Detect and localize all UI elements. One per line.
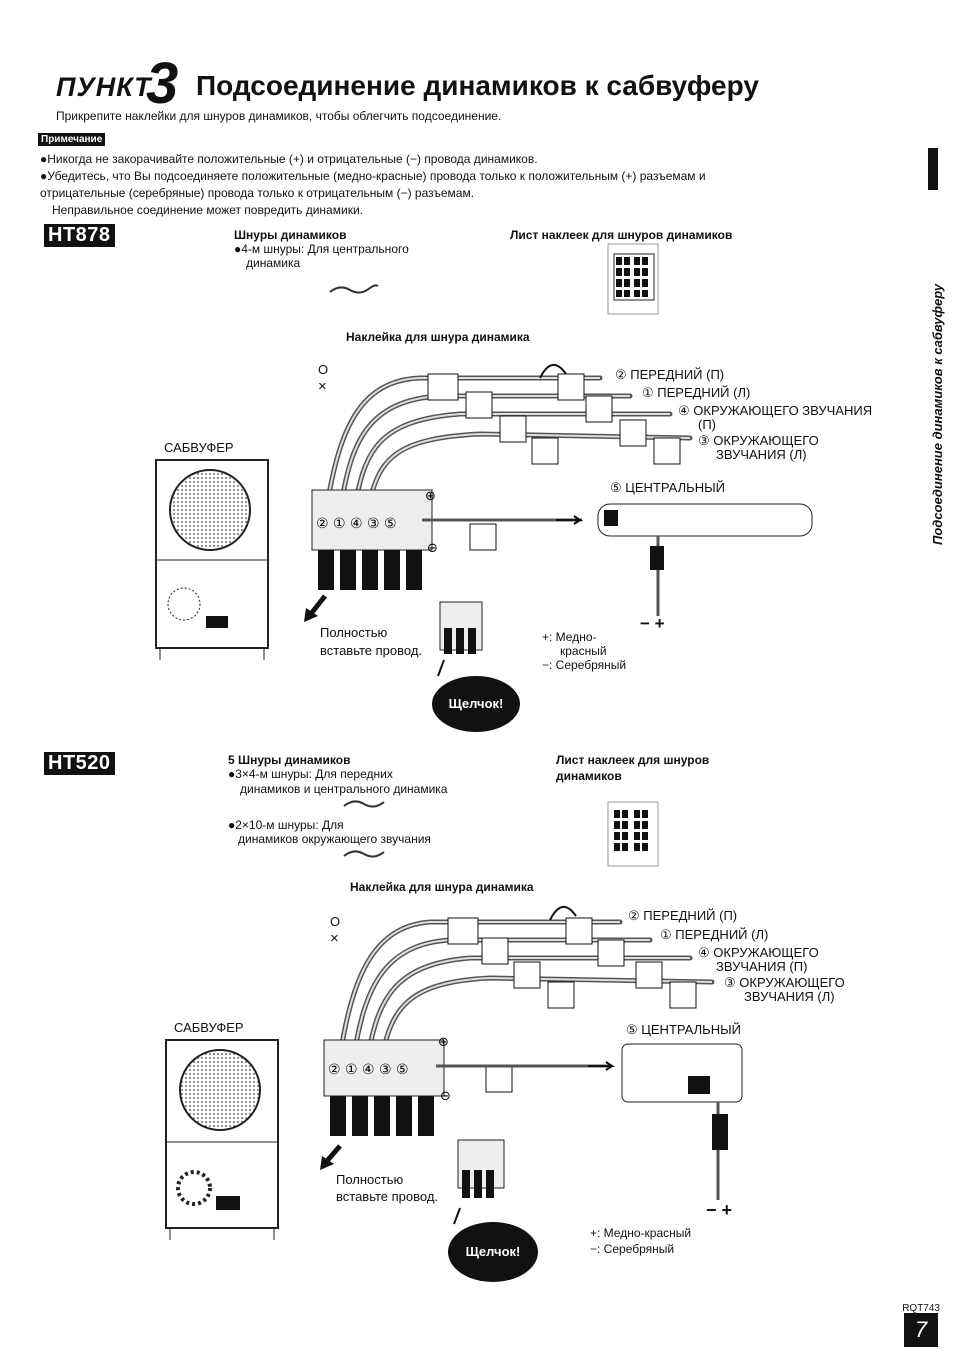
sidebar-vertical-title: Подсоединение динамиков к сабвуферу — [930, 283, 945, 545]
insert-text-2-ht520: вставьте провод. — [336, 1189, 439, 1204]
cords-line-1-ht520: ●3×4-м шнуры: Для передних — [228, 767, 393, 781]
channel-front-r-ht520: ② ПЕРЕДНИЙ (П) — [628, 908, 738, 923]
step-number: 3 — [146, 51, 179, 116]
sheet-title-1-ht520: Лист наклеек для шнуров — [556, 753, 710, 767]
click-bubble-ht878: Щелчок! — [432, 676, 520, 732]
polarity-plus-ht520: +: Медно-красный — [590, 1226, 692, 1240]
svg-text:⊖: ⊖ — [440, 1089, 451, 1104]
model-badge-ht520: HT520 — [44, 752, 115, 775]
svg-text:② ① ④ ③ ⑤: ② ① ④ ③ ⑤ — [316, 516, 397, 532]
sheet-title-2-ht520: динамиков — [556, 769, 622, 783]
polarity-signs-ht520: − + — [706, 1200, 733, 1220]
channel-surround-r-ht520: ④ ОКРУЖАЮЩЕГО — [698, 945, 819, 960]
sticker-title-ht878: Наклейка для шнура динамика — [346, 330, 530, 344]
sheet-title-ht878: Лист наклеек для шнуров динамиков — [510, 228, 733, 242]
polarity-plus-ht878: +: Медно- — [542, 630, 597, 644]
insert-text-1-ht520: Полностью — [336, 1172, 404, 1187]
insert-text-1-ht878: Полностью — [320, 625, 388, 640]
terminal-block-ht878: ② ① ④ ③ ⑤ ⊕ ⊖ — [311, 489, 438, 590]
page-title: Подсоединение динамиков к сабвуферу — [196, 70, 759, 101]
polarity-minus-ht878: −: Серебряный — [542, 658, 627, 672]
note-label: Примечание — [38, 133, 106, 146]
polarity-plus-2-ht878: красный — [560, 644, 607, 658]
ng-mark-ht520: × — [330, 930, 339, 947]
model-badge-ht878: HT878 — [44, 224, 115, 247]
polarity-signs-ht878: − + — [640, 614, 665, 633]
intro-text: Прикрепите наклейки для шнуров динамиков… — [56, 109, 502, 123]
note-line-4: Неправильное соединение может повредить … — [52, 203, 363, 217]
polarity-minus-ht520: −: Серебряный — [590, 1242, 675, 1256]
sticker-sheet-ht878 — [607, 243, 659, 315]
channel-surround-r2-ht878: (П) — [698, 417, 717, 432]
channel-front-l-ht878: ① ПЕРЕДНИЙ (Л) — [642, 385, 751, 400]
terminal-block-ht520: ② ① ④ ③ ⑤ ⊕ ⊖ — [323, 1035, 451, 1136]
insert-text-2-ht878: вставьте провод. — [320, 643, 423, 658]
svg-text:② ① ④ ③ ⑤: ② ① ④ ③ ⑤ — [328, 1062, 409, 1078]
ok-mark-ht520: O — [330, 914, 341, 929]
sticker-sheet-ht520 — [607, 801, 659, 867]
cords-title-ht878: Шнуры динамиков — [234, 228, 347, 242]
click-bubble-ht520: Щелчок! — [448, 1222, 538, 1282]
note-line-2: ●Убедитесь, что Вы подсоединяете положит… — [40, 169, 706, 183]
sticker-title-ht520: Наклейка для шнура динамика — [350, 880, 534, 894]
svg-text:⊖: ⊖ — [427, 541, 438, 556]
subwoofer-label-ht878: САБВУФЕР — [164, 440, 234, 455]
document-id: RQT743 — [902, 1303, 940, 1314]
channel-front-r-ht878: ② ПЕРЕДНИЙ (П) — [615, 367, 725, 382]
cords-title-ht520: 5 Шнуры динамиков — [228, 753, 351, 767]
channel-surround-r2-ht520: ЗВУЧАНИЯ (П) — [716, 959, 808, 974]
svg-text:⊕: ⊕ — [425, 489, 436, 504]
channel-surround-r-ht878: ④ ОКРУЖАЮЩЕГО ЗВУЧАНИЯ — [678, 403, 873, 418]
ok-mark-ht878: O — [318, 362, 329, 377]
note-line-3: отрицательные (серебряные) провода тольк… — [40, 186, 475, 200]
subwoofer-label-ht520: САБВУФЕР — [174, 1020, 244, 1035]
channel-surround-l-ht520: ③ ОКРУЖАЮЩЕГО — [724, 975, 845, 990]
ng-mark-ht878: × — [318, 378, 327, 395]
note-line-1: ●Никогда не закорачивайте положительные … — [40, 152, 538, 166]
cords-line-4-ht520: динамиков окружающего звучания — [238, 832, 431, 846]
cords-line-3-ht520: ●2×10-м шнуры: Для — [228, 818, 344, 832]
cords-line-1-ht878: ●4-м шнуры: Для центрального — [234, 242, 409, 256]
channel-surround-l-ht878: ③ ОКРУЖАЮЩЕГО — [698, 433, 819, 448]
page-number: 7 — [904, 1313, 938, 1347]
channel-surround-l2-ht878: ЗВУЧАНИЯ (Л) — [716, 447, 807, 462]
channel-center-ht520: ⑤ ЦЕНТРАЛЬНЫЙ — [626, 1022, 741, 1037]
svg-text:⊕: ⊕ — [438, 1035, 449, 1050]
channel-front-l-ht520: ① ПЕРЕДНИЙ (Л) — [660, 927, 769, 942]
channel-surround-l2-ht520: ЗВУЧАНИЯ (Л) — [744, 989, 835, 1004]
subwoofer-ht520 — [165, 1039, 279, 1240]
subwoofer-ht878 — [155, 459, 269, 660]
cords-line-2-ht520: динамиков и центрального динамика — [240, 782, 448, 796]
channel-center-ht878: ⑤ ЦЕНТРАЛЬНЫЙ — [610, 480, 725, 495]
step-word: ПУНКТ — [56, 72, 152, 102]
cords-line-2-ht878: динамика — [246, 256, 301, 270]
sidebar-marker — [928, 148, 938, 190]
